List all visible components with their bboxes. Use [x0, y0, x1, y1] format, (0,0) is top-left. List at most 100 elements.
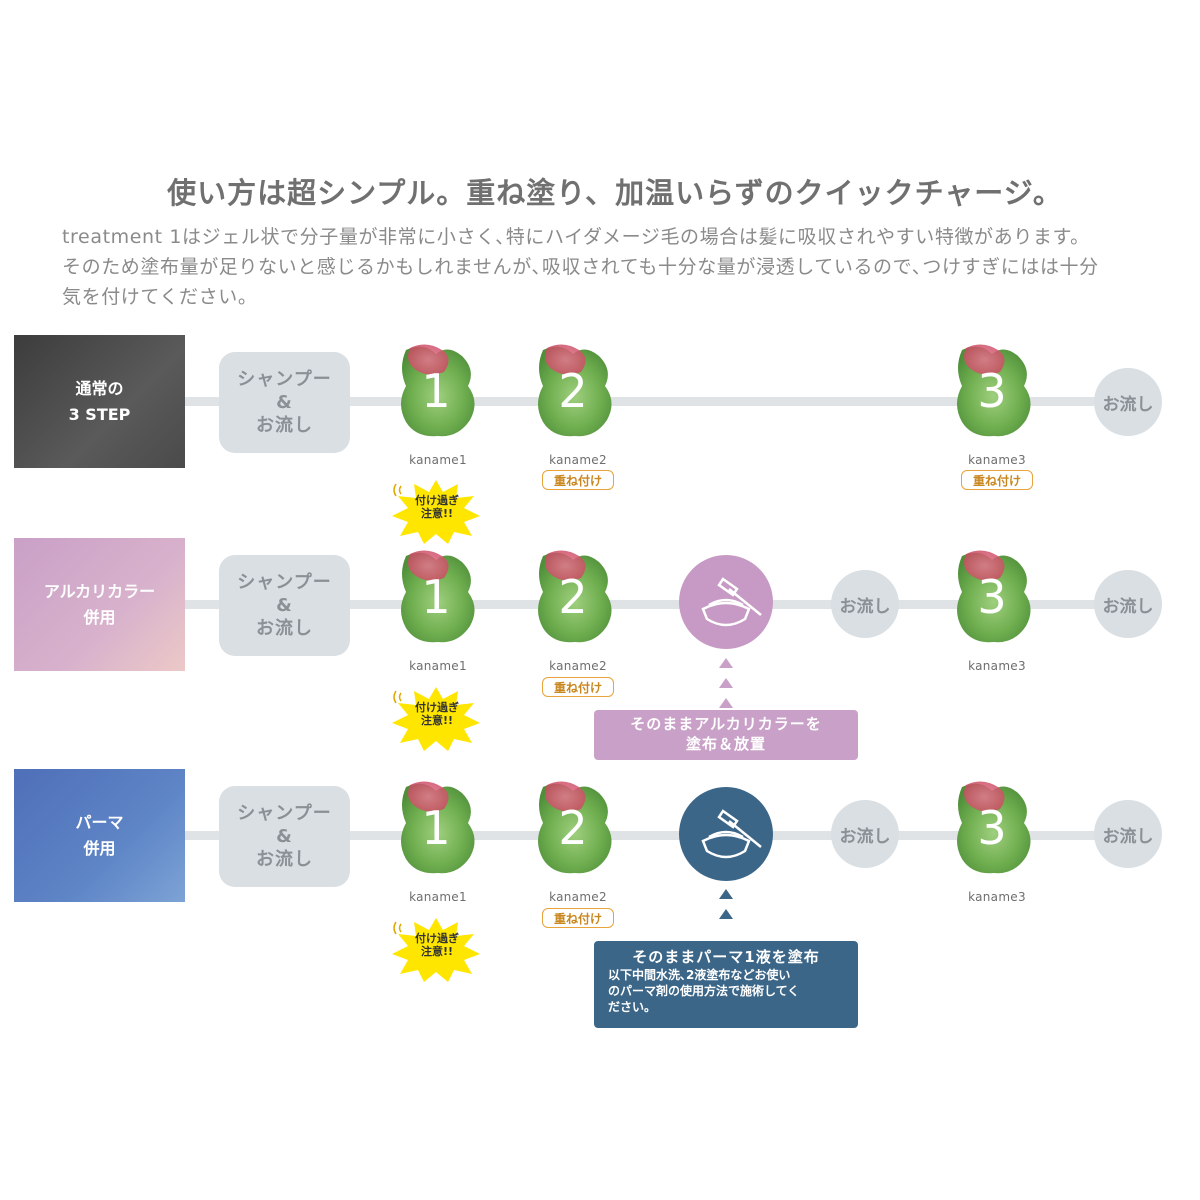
step-name: kaname2: [549, 890, 607, 904]
up-arrows: [716, 889, 736, 929]
leaf-blob-icon: [957, 550, 1031, 643]
shampoo-amp: &: [276, 595, 293, 616]
shampoo-label: シャンプー: [237, 803, 332, 824]
shampoo-step: シャンプー&お流し: [219, 555, 350, 656]
warning-line1: 付け過ぎ: [415, 701, 459, 714]
bowl-brush-icon: [701, 809, 762, 859]
rinse-end: お流し: [1094, 368, 1162, 436]
note-line3: のパーマ剤の使用方法で施術してく: [608, 984, 800, 998]
step-kaname3: 3: [952, 777, 1042, 887]
step-kaname1: 1: [396, 777, 486, 887]
rinse-end: お流し: [1094, 800, 1162, 868]
step-kaname3: 3: [952, 340, 1042, 450]
row-label-line1: パーマ: [75, 812, 124, 832]
step-kaname1: 1: [396, 546, 486, 656]
row-label-line1: 通常の: [75, 378, 124, 398]
color-instruction-note: そのままアルカリカラーを 塗布＆放置: [594, 710, 858, 760]
overlay-badge: 重ね付け: [961, 470, 1033, 490]
leaf-blob-icon: [538, 550, 612, 643]
description-line: 気を付けてください。: [62, 286, 258, 308]
warning-line1: 付け過ぎ: [415, 494, 459, 507]
shampoo-rinse: お流し: [256, 849, 313, 870]
color-apply-icon: [679, 555, 773, 649]
step-name: kaname2: [549, 659, 607, 673]
leaf-blob-icon: [957, 781, 1031, 874]
step-kaname1: 1: [396, 340, 486, 450]
warning-line2: 注意!!: [420, 945, 454, 958]
step-number: 2: [558, 801, 588, 855]
perm-instruction-note: そのままパーマ1液を塗布 以下中間水洗､2液塗布などお使い のパーマ剤の使用方法…: [594, 941, 858, 1028]
step-number: 3: [977, 801, 1007, 855]
perm-apply-icon: [679, 787, 773, 881]
step-name: kaname1: [409, 659, 467, 673]
step-number: 1: [421, 801, 451, 855]
warning-burst: 付け過ぎ注意!!: [390, 685, 480, 751]
warning-line2: 注意!!: [420, 714, 454, 727]
warning-line1: 付け過ぎ: [415, 932, 459, 945]
up-arrows: [716, 658, 736, 718]
step-number: 2: [558, 364, 588, 418]
description-line: treatment 1はジェル状で分子量が非常に小さく､特にハイダメージ毛の場合…: [62, 226, 1090, 248]
shampoo-step: シャンプー&お流し: [219, 352, 350, 453]
row-alkaline-color: アルカリカラー併用 シャンプー&お流し 1 kaname1 2 kaname2 …: [0, 538, 1200, 760]
leaf-blob-icon: [957, 344, 1031, 437]
page-title: 使い方は超シンプル。重ね塗り、加温いらずのクイックチャージ。: [167, 176, 1063, 210]
step-kaname3: 3: [952, 546, 1042, 656]
flow-line: [185, 397, 1145, 406]
shampoo-amp: &: [276, 392, 293, 413]
overlay-badge: 重ね付け: [542, 677, 614, 697]
shampoo-amp: &: [276, 826, 293, 847]
shampoo-label: シャンプー: [237, 369, 332, 390]
step-number: 3: [977, 364, 1007, 418]
shampoo-step: シャンプー&お流し: [219, 786, 350, 887]
warning-burst-icon: [392, 687, 480, 751]
note-line2: 以下中間水洗､2液塗布などお使い: [608, 968, 791, 982]
step-name: kaname3: [968, 890, 1026, 904]
step-name: kaname1: [409, 453, 467, 467]
step-number: 3: [977, 570, 1007, 624]
step-kaname2: 2: [533, 546, 623, 656]
shampoo-rinse: お流し: [256, 415, 313, 436]
step-name: kaname3: [968, 453, 1026, 467]
row-label: 通常の 3 STEP: [14, 335, 185, 468]
shampoo-label: シャンプー: [237, 572, 332, 593]
row-label-line1: アルカリカラー: [43, 581, 156, 601]
note-line1: そのままアルカリカラーを: [630, 715, 822, 733]
row-label: パーマ併用: [14, 769, 185, 902]
warning-line2: 注意!!: [420, 507, 454, 520]
rinse-end: お流し: [1094, 570, 1162, 638]
note-line4: ださい。: [608, 1000, 657, 1014]
description: treatment 1はジェル状で分子量が非常に小さく､特にハイダメージ毛の場合…: [62, 222, 1192, 312]
overlay-badge: 重ね付け: [542, 908, 614, 928]
row-label: アルカリカラー併用: [14, 538, 185, 671]
shampoo-rinse: お流し: [256, 618, 313, 639]
warning-burst-icon: [392, 480, 480, 544]
leaf-blob-icon: [401, 344, 475, 437]
note-line2: 塗布＆放置: [685, 735, 766, 753]
row-label-line2: 3 STEP: [68, 404, 131, 424]
step-name: kaname3: [968, 659, 1026, 673]
flow-line: [185, 831, 1145, 840]
leaf-blob-icon: [538, 781, 612, 874]
leaf-blob-icon: [401, 781, 475, 874]
leaf-blob-icon: [538, 344, 612, 437]
flow-line: [185, 600, 1145, 609]
step-number: 1: [421, 364, 451, 418]
description-line: そのため塗布量が足りないと感じるかもしれませんが､吸収されても十分な量が浸透して…: [62, 256, 1099, 278]
step-name: kaname2: [549, 453, 607, 467]
step-number: 1: [421, 570, 451, 624]
warning-burst-icon: [392, 918, 480, 982]
rinse-mid: お流し: [831, 800, 899, 868]
warning-burst: 付け過ぎ注意!!: [390, 916, 480, 982]
warning-burst: 付け過ぎ注意!!: [390, 478, 480, 544]
step-kaname2: 2: [533, 340, 623, 450]
step-kaname2: 2: [533, 777, 623, 887]
row-label-line2: 併用: [83, 607, 116, 627]
step-number: 2: [558, 570, 588, 624]
overlay-badge: 重ね付け: [542, 470, 614, 490]
step-name: kaname1: [409, 890, 467, 904]
leaf-blob-icon: [401, 550, 475, 643]
row-label-line2: 併用: [83, 838, 116, 858]
rinse-mid: お流し: [831, 570, 899, 638]
